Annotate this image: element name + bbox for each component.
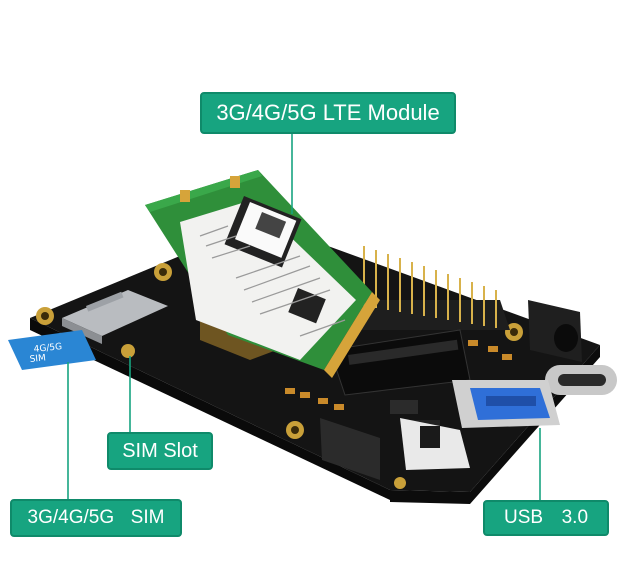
sim-card-callout: 3G/4G/5G SIM xyxy=(10,499,182,537)
usb-callout: USB 3.0 xyxy=(483,500,609,536)
lte-module-callout: 3G/4G/5G LTE Module xyxy=(200,92,456,134)
leader-lines xyxy=(67,134,541,500)
svg-text:4G/5G: 4G/5G xyxy=(33,342,62,355)
lte-module-card xyxy=(145,170,380,378)
usb3-port xyxy=(452,380,560,428)
side-connector xyxy=(320,418,470,480)
mounting-holes xyxy=(36,263,523,489)
svg-text:SIM: SIM xyxy=(29,353,46,365)
sim-slot-callout: SIM Slot xyxy=(107,432,213,470)
usb-c-port xyxy=(545,365,617,395)
sim-card: 4G/5G SIM xyxy=(8,330,96,370)
barrel-jack xyxy=(528,300,582,362)
